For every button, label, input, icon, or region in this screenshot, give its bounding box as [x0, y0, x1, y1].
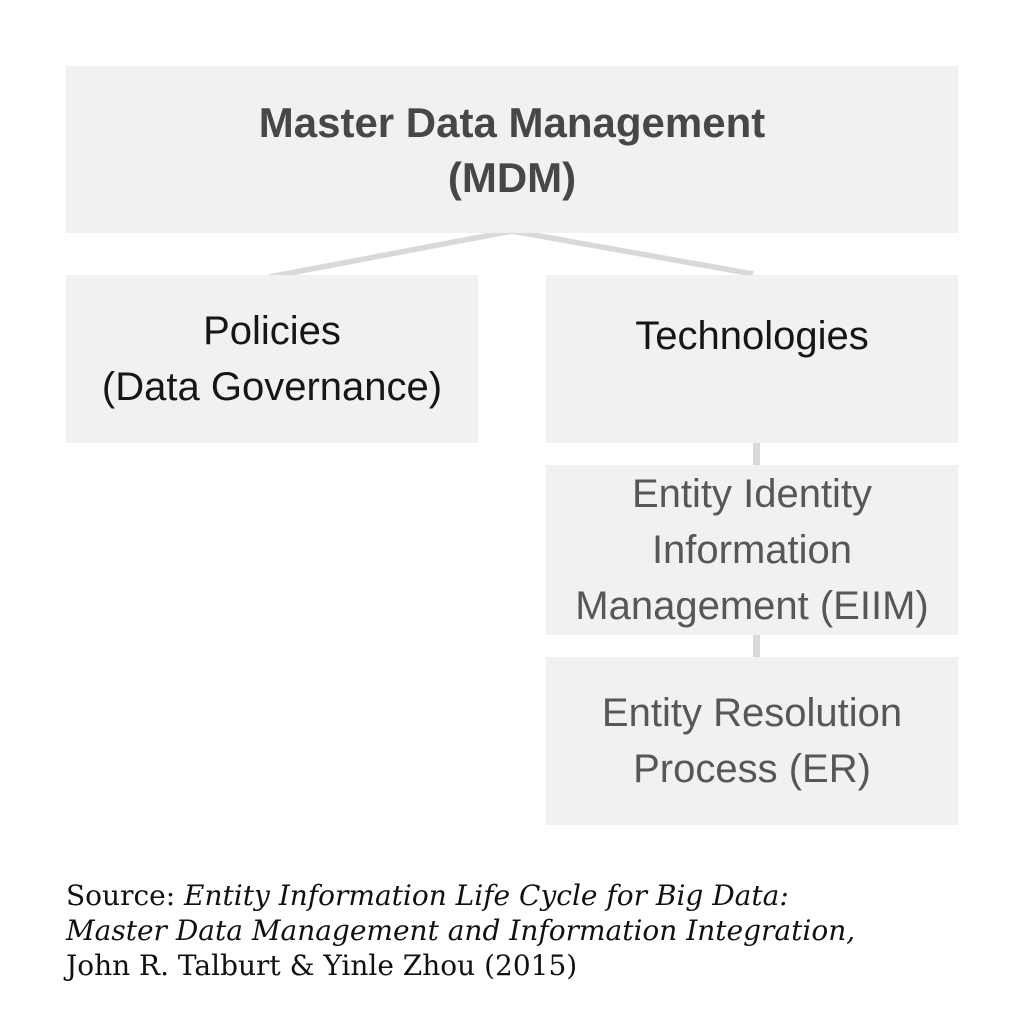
connector-root-to-policies [268, 228, 513, 280]
node-label-line: Entity Identity [631, 472, 873, 516]
node-label-line: Master Data Management [258, 98, 766, 146]
node-entity-identity-information-management: Entity Identity Information Management (… [546, 465, 958, 635]
node-label-line: (MDM) [447, 153, 577, 201]
connector-root-to-technologies [511, 228, 754, 277]
node-entity-resolution-process: Entity Resolution Process (ER) [546, 657, 958, 825]
node-label-line: Management (EIIM) [575, 584, 929, 628]
source-line-1: Source: Entity Information Life Cycle fo… [66, 878, 926, 913]
node-policies: Policies (Data Governance) [66, 275, 478, 443]
node-label-line: Entity Resolution [601, 691, 903, 735]
node-label-line: Technologies [635, 314, 869, 358]
source-work-title-part2: Master Data Management and Information I… [66, 914, 856, 947]
node-label-line: Policies [203, 309, 341, 353]
node-label-line: (Data Governance) [101, 365, 443, 409]
source-work-title-part1: Entity Information Life Cycle for Big Da… [184, 879, 789, 912]
node-master-data-management: Master Data Management (MDM) [66, 66, 958, 233]
source-citation: Source: Entity Information Life Cycle fo… [66, 878, 926, 983]
source-authors: John R. Talburt & Yinle Zhou (2015) [66, 949, 578, 982]
node-technologies: Technologies [546, 275, 958, 443]
source-prefix: Source: [66, 879, 185, 912]
node-label-line: Information [651, 528, 853, 572]
node-label-line: Process (ER) [633, 747, 871, 791]
